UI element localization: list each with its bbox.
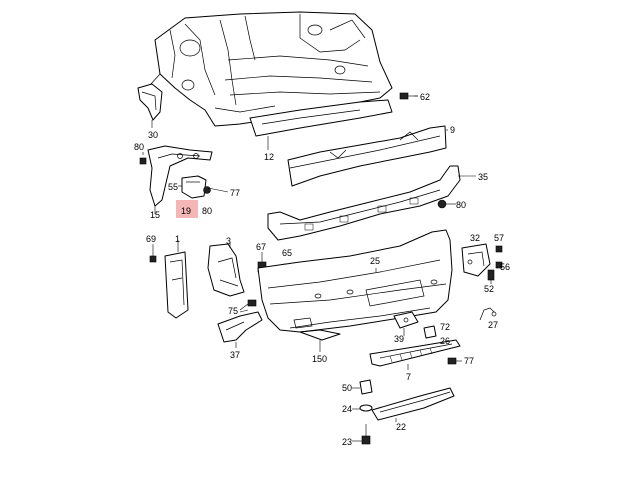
- callout-69: 69: [146, 234, 156, 244]
- callout-56: 56: [500, 262, 510, 272]
- rear-body-shell: [149, 11, 393, 127]
- part-22-lower-panel: [371, 387, 455, 422]
- callout-1: 1: [175, 234, 180, 244]
- part-12-inner-panel: [249, 99, 393, 150]
- part-7-diffuser: [369, 339, 461, 370]
- part-26-27-wire: [479, 307, 497, 321]
- part-150-trim-strip: [299, 329, 341, 352]
- callout-80-left: 80: [134, 142, 144, 152]
- fastener-50: [359, 379, 373, 395]
- part-37-lower-bracket: [217, 299, 263, 348]
- callout-55: 55: [168, 182, 178, 192]
- callout-25: 25: [370, 256, 380, 266]
- part-35-carrier: [267, 165, 476, 241]
- part-3-side-guard: [207, 242, 245, 297]
- part-9-reinforcement-bar: [287, 125, 448, 187]
- part-19-guide-bracket: [178, 175, 229, 199]
- callout-65: 65: [282, 248, 292, 258]
- callout-37: 37: [230, 350, 240, 360]
- part-72-clip: [423, 325, 437, 339]
- callout-50: 50: [342, 383, 352, 393]
- callout-labels: 62 9 30 12 80 55 77 35 15 19 80 80 69 1 …: [134, 92, 510, 447]
- callout-35: 35: [478, 172, 488, 182]
- bolt-80-left: [139, 152, 147, 165]
- callout-57: 57: [494, 233, 504, 243]
- callout-62: 62: [420, 92, 430, 102]
- bolt-69: [149, 244, 157, 263]
- callout-22: 22: [396, 422, 406, 432]
- part-52-bolt: [487, 269, 495, 284]
- callout-12: 12: [264, 152, 274, 162]
- callout-52: 52: [484, 284, 494, 294]
- highlight-19: [176, 200, 198, 218]
- bolt-77-lower: [447, 357, 462, 365]
- callout-150: 150: [312, 354, 327, 364]
- callout-23: 23: [342, 437, 352, 447]
- part-32-side-bracket: [461, 243, 491, 277]
- part-1-vertical-bracket: [164, 240, 189, 319]
- callout-3: 3: [226, 236, 231, 246]
- callout-7: 7: [406, 372, 411, 382]
- fastener-23: [361, 424, 371, 445]
- part-25-bumper-cover: [257, 229, 453, 333]
- callout-24: 24: [342, 404, 352, 414]
- callout-leaders: [239, 95, 418, 442]
- callout-75: 75: [228, 306, 238, 316]
- callout-80-mid: 80: [202, 206, 212, 216]
- callout-27: 27: [488, 320, 498, 330]
- callout-67: 67: [256, 242, 266, 252]
- callout-26: 26: [440, 336, 450, 346]
- callout-77-lower: 77: [464, 356, 474, 366]
- callout-9: 9: [450, 125, 455, 135]
- callout-80-right: 80: [456, 200, 466, 210]
- callout-30: 30: [148, 130, 158, 140]
- fastener-24: [359, 404, 373, 412]
- bolt-57: [495, 245, 503, 253]
- part-30-side-bracket: [137, 83, 163, 128]
- callout-32: 32: [470, 233, 480, 243]
- bolt-80-carrier: [437, 199, 456, 209]
- part-39-bracket: [393, 311, 419, 336]
- part-15-left-bracket: [147, 145, 213, 214]
- callout-39: 39: [394, 334, 404, 344]
- callout-72: 72: [440, 322, 450, 332]
- callout-15: 15: [150, 210, 160, 220]
- callout-19: 19: [181, 206, 191, 216]
- callout-77-upper: 77: [230, 188, 240, 198]
- part-56-nut: [495, 261, 503, 269]
